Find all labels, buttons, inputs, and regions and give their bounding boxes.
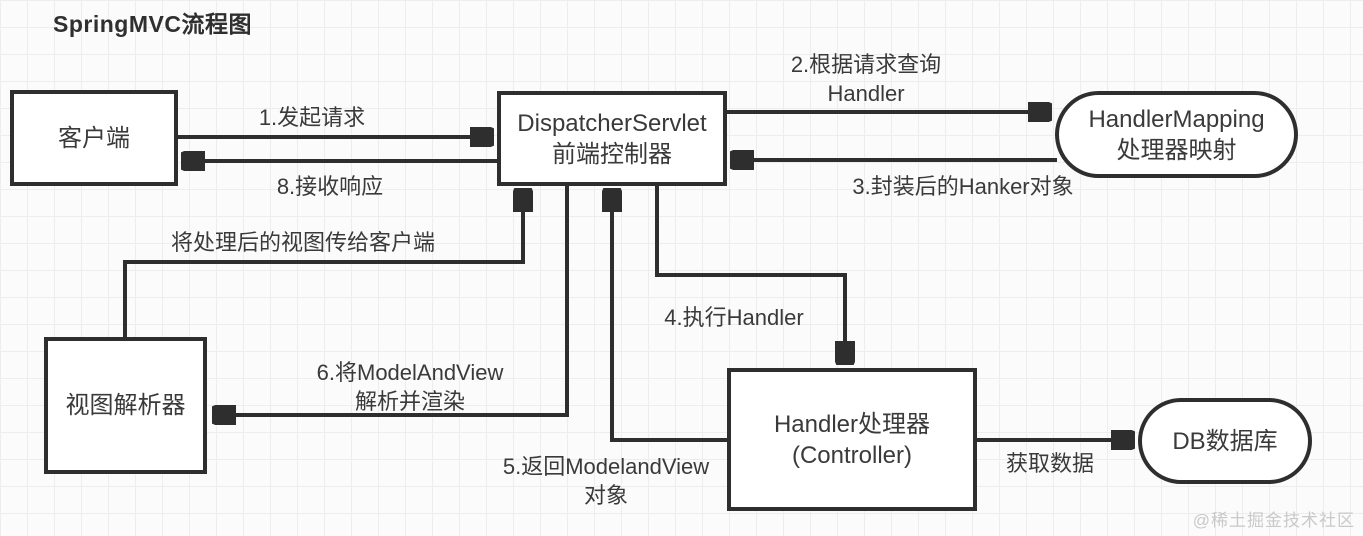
node-handler-mapping: HandlerMapping 处理器映射 xyxy=(1055,91,1298,178)
edge-label-3: 3.封装后的Hanker对象 xyxy=(852,174,1074,199)
edge-label-fetch-data: 获取数据 xyxy=(1005,451,1095,476)
arrow-4-execute-handler xyxy=(655,186,845,361)
edge-label-5-line1: 5.返回ModelandView xyxy=(502,454,710,479)
node-db: DB数据库 xyxy=(1138,398,1312,484)
edge-label-4: 4.执行Handler xyxy=(664,305,804,330)
watermark: @稀土掘金技术社区 xyxy=(1192,511,1355,530)
node-client: 客户端 xyxy=(10,90,178,186)
edge-label-2-line1: 2.根据请求查询 xyxy=(790,52,942,77)
edge-label-6: 6.将ModelAndView 解析并渲染 xyxy=(317,358,504,416)
edge-label-6-line2: 解析并渲染 xyxy=(354,389,466,414)
edge-label-5-line2: 对象 xyxy=(583,483,629,508)
edge-label-1: 1.发起请求 xyxy=(258,105,366,130)
node-handler-line1: Handler处理器 xyxy=(773,410,931,438)
edge-label-6-line1: 6.将ModelAndView xyxy=(316,360,504,385)
node-handler-mapping-line1: HandlerMapping xyxy=(1088,105,1265,133)
node-client-label: 客户端 xyxy=(58,124,130,152)
node-handler-mapping-line2: 处理器映射 xyxy=(1116,136,1237,164)
node-view-resolver-label: 视图解析器 xyxy=(65,392,186,419)
diagram-title: SpringMVC流程图 xyxy=(53,11,252,37)
edge-label-8: 8.接收响应 xyxy=(276,174,384,199)
node-dispatcher-line2: 前端控制器 xyxy=(552,140,672,168)
node-dispatcher-line1: DispatcherServlet xyxy=(517,109,707,137)
node-view-resolver: 视图解析器 xyxy=(44,337,207,474)
edge-label-2-line2: Handler xyxy=(827,81,905,106)
edge-label-2: 2.根据请求查询 Handler xyxy=(791,50,941,108)
node-handler-controller: Handler处理器 (Controller) xyxy=(727,368,977,511)
edge-label-5: 5.返回ModelandView 对象 xyxy=(503,452,709,510)
arrow-6-render-view xyxy=(216,186,569,415)
arrow-view-to-dispatcher xyxy=(123,192,523,337)
arrow-5-return-modelandview xyxy=(612,192,727,442)
node-dispatcher-servlet: DispatcherServlet 前端控制器 xyxy=(497,91,727,186)
node-db-label: DB数据库 xyxy=(1172,427,1278,455)
node-handler-line2: (Controller) xyxy=(791,441,913,469)
edge-label-view-to-client: 将处理后的视图传给客户端 xyxy=(170,230,436,255)
